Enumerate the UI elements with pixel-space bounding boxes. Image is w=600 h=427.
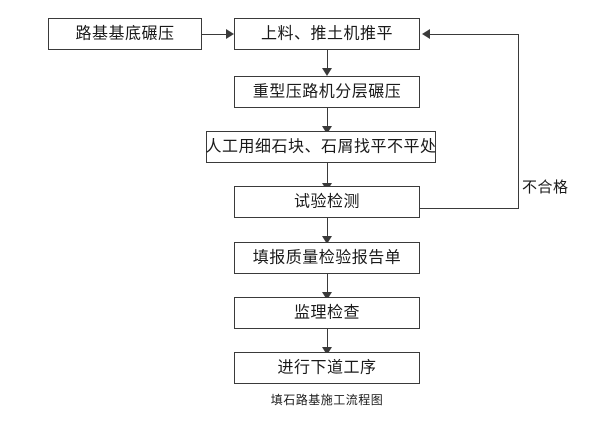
node-next-process[interactable]: 进行下道工序 bbox=[234, 352, 420, 384]
node-supervision-inspection[interactable]: 监理检查 bbox=[234, 297, 420, 329]
arrowhead-right-to-loading bbox=[226, 29, 234, 39]
node-label: 上料、推土机推平 bbox=[260, 23, 393, 43]
arrowhead-down-to-next bbox=[322, 347, 332, 355]
connector-test-to-report bbox=[327, 218, 328, 240]
arrowhead-down-to-manual bbox=[322, 126, 332, 134]
arrowhead-down-to-supervision bbox=[322, 292, 332, 300]
node-test-inspection[interactable]: 试验检测 bbox=[234, 186, 420, 218]
connector-loading-to-roller bbox=[327, 50, 328, 72]
node-label: 进行下道工序 bbox=[277, 357, 377, 377]
feedback-line-bottom bbox=[420, 208, 519, 209]
node-loading-dozer-leveling[interactable]: 上料、推土机推平 bbox=[234, 18, 420, 50]
edge-label-unqualified: 不合格 bbox=[522, 178, 569, 196]
node-label: 填报质量检验报告单 bbox=[252, 247, 402, 267]
node-heavy-roller-layered-compaction[interactable]: 重型压路机分层碾压 bbox=[234, 76, 420, 108]
node-label: 重型压路机分层碾压 bbox=[252, 81, 402, 101]
node-label: 监理检查 bbox=[293, 302, 360, 322]
connector-roller-to-manual bbox=[327, 108, 328, 130]
node-label: 试验检测 bbox=[293, 191, 360, 211]
feedback-line-top bbox=[430, 34, 519, 35]
node-label: 人工用细石块、石屑找平不平处 bbox=[205, 136, 437, 156]
connector-manual-to-test bbox=[327, 163, 328, 187]
connector-subgrade-to-loading bbox=[202, 34, 228, 35]
node-quality-report-submission[interactable]: 填报质量检验报告单 bbox=[234, 242, 420, 274]
node-manual-fine-stone-leveling[interactable]: 人工用细石块、石屑找平不平处 bbox=[206, 131, 436, 163]
connector-supervision-to-next bbox=[327, 329, 328, 351]
arrowhead-left-to-loading bbox=[422, 29, 430, 39]
connector-report-to-supervision bbox=[327, 274, 328, 296]
node-label: 路基基底碾压 bbox=[75, 23, 175, 43]
arrowhead-down-to-roller bbox=[322, 68, 332, 76]
arrowhead-down-to-report bbox=[322, 236, 332, 244]
node-subgrade-compaction[interactable]: 路基基底碾压 bbox=[48, 18, 202, 50]
feedback-line-vertical bbox=[518, 34, 519, 209]
diagram-caption: 填石路基施工流程图 bbox=[270, 393, 384, 407]
